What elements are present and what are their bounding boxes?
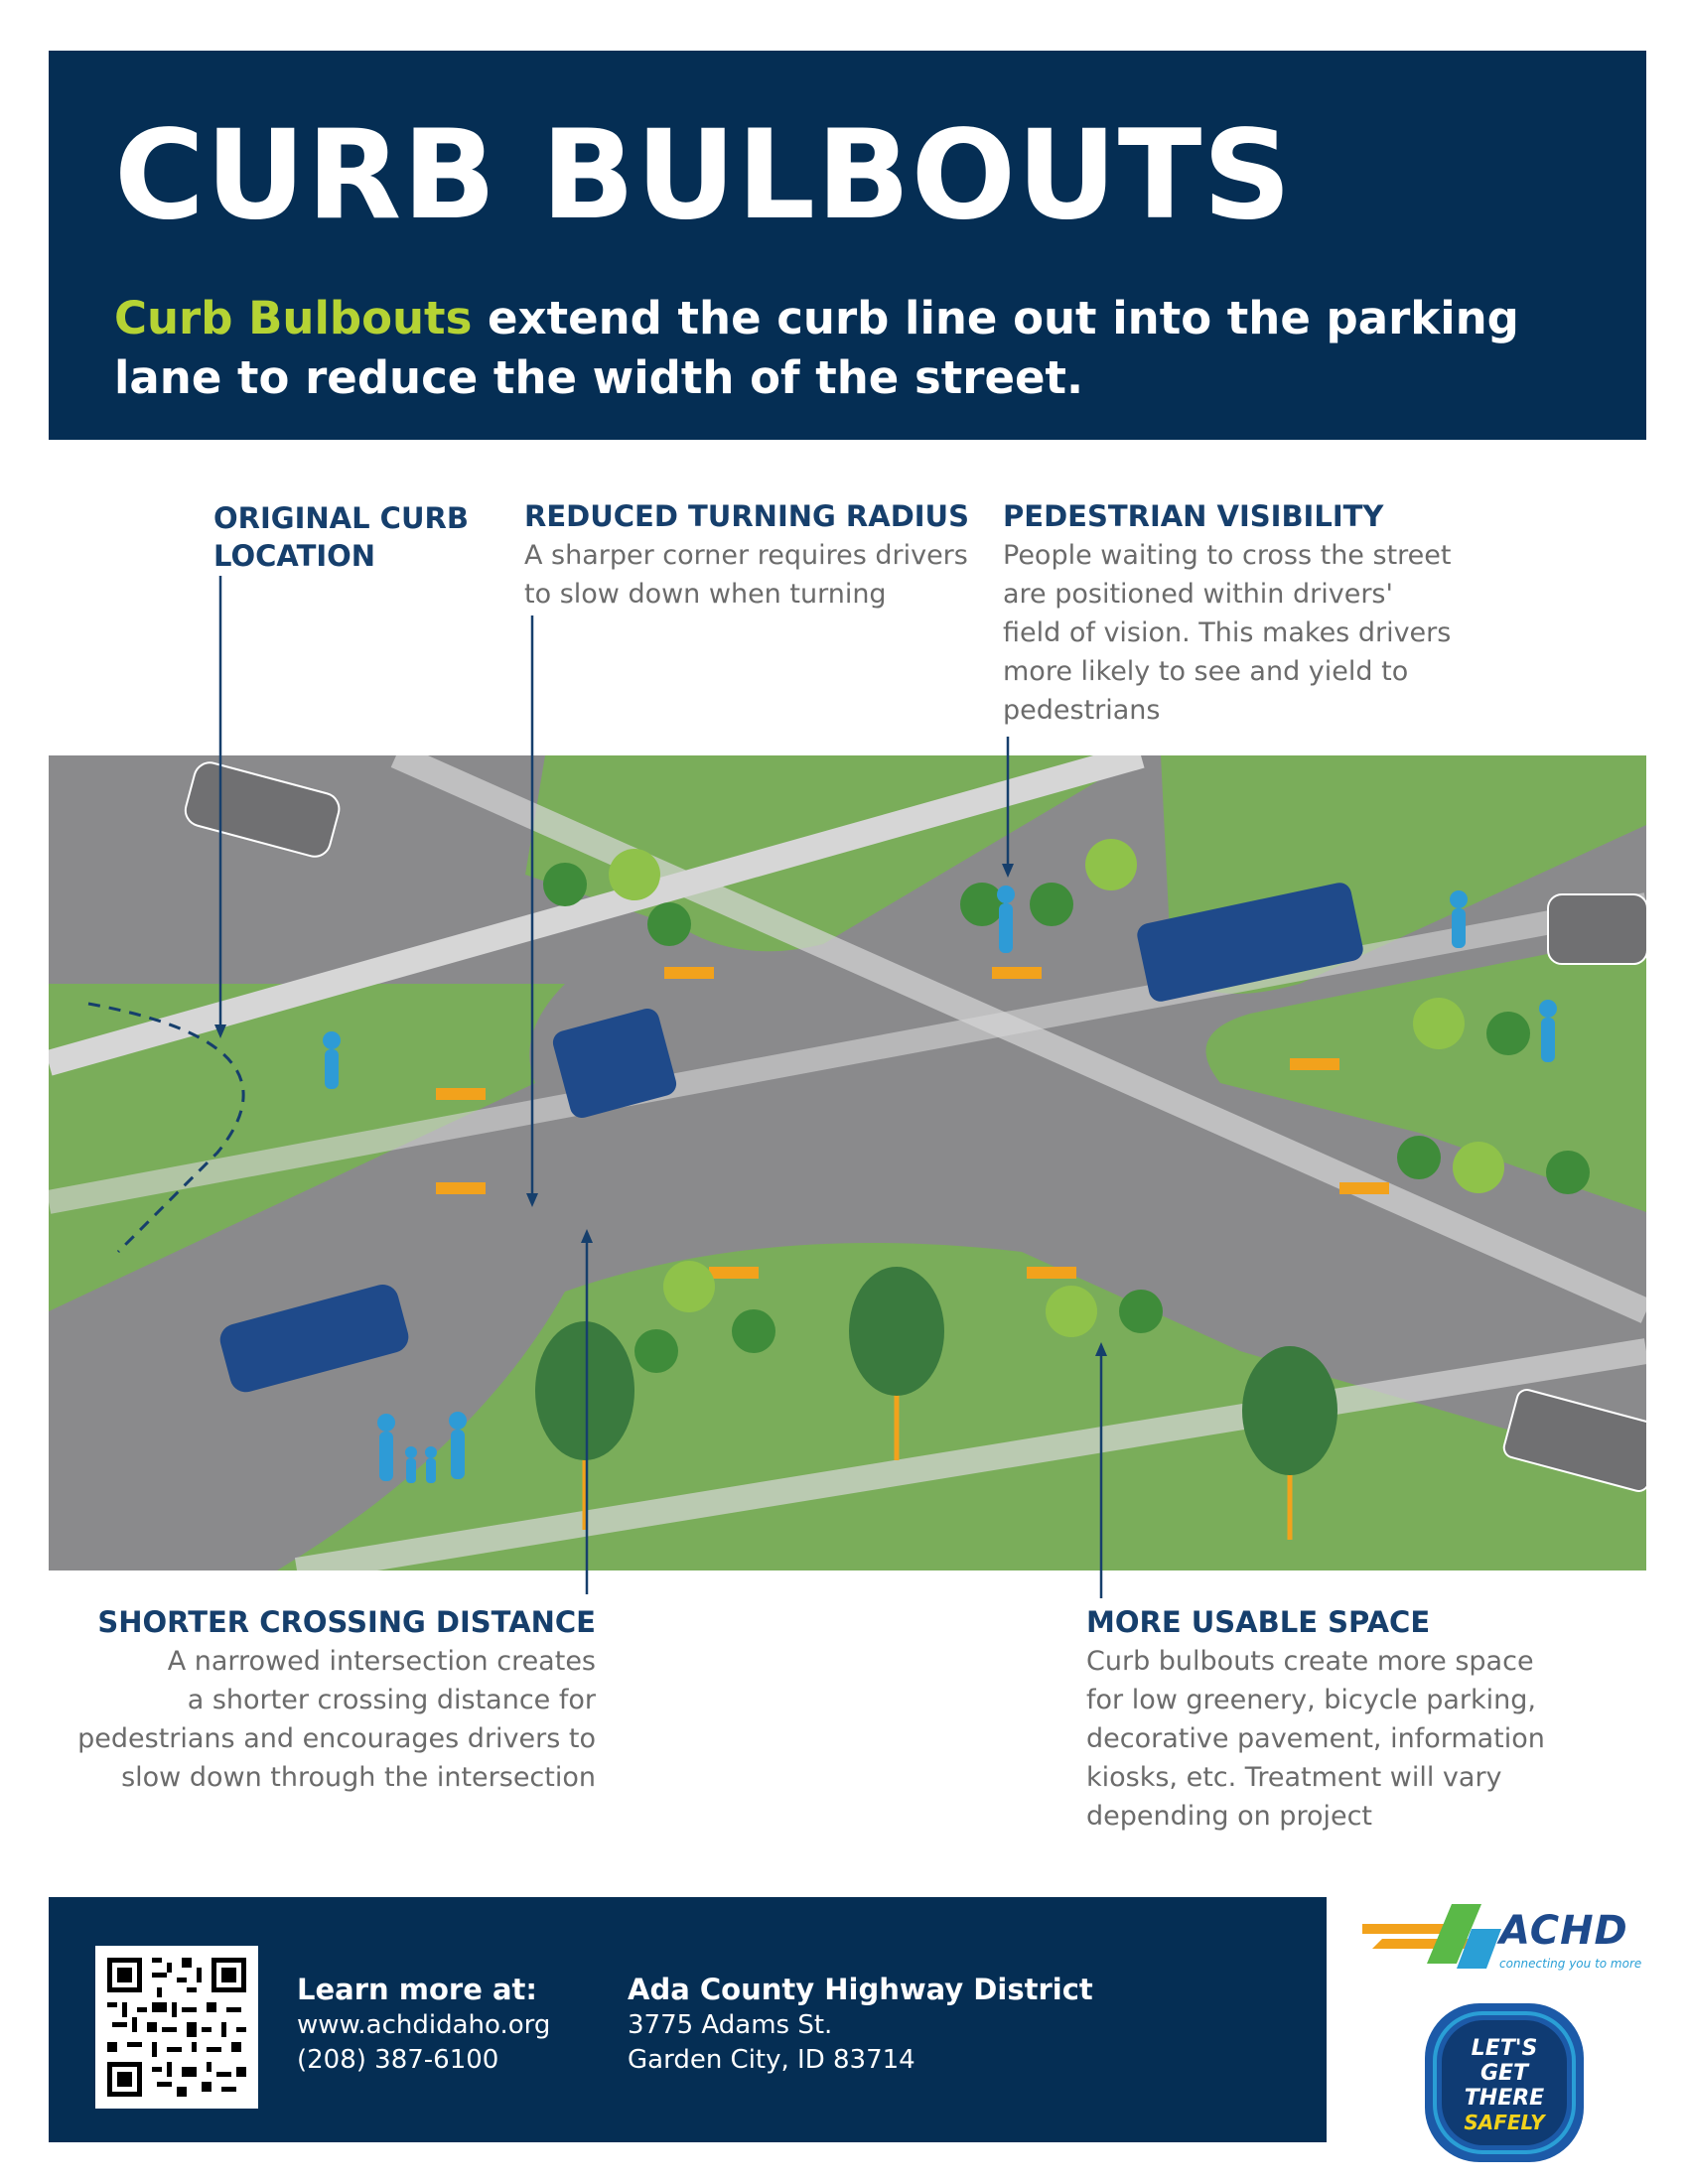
website-link[interactable]: www.achdidaho.org (297, 2010, 551, 2040)
usable-space-title: MORE USABLE SPACE (1086, 1605, 1431, 1639)
car-icon (219, 1284, 409, 1393)
header-banner: CURB BULBOUTS Curb Bulbouts extend the c… (49, 51, 1646, 440)
crossing-distance-body-2: a shorter crossing distance for (187, 1685, 596, 1715)
pedestrian-visibility-body-2: are positioned within drivers' (1003, 579, 1393, 610)
badge-line-3: THERE (1464, 2086, 1545, 2111)
footer-banner (49, 1897, 1327, 2142)
parked-car-icon (184, 761, 341, 858)
subtitle-highlight: Curb Bulbouts (114, 292, 473, 344)
crossing-distance-body-1: A narrowed intersection creates (167, 1646, 596, 1677)
badge-line-4: SAFELY (1464, 2111, 1545, 2134)
usable-space-arrow (1095, 1342, 1107, 1598)
crossing-distance-body-4: slow down through the intersection (121, 1762, 596, 1793)
qr-code-icon[interactable] (95, 1946, 258, 2109)
pedestrian-icon (323, 886, 1557, 1483)
pedestrian-visibility-body-4: more likely to see and yield to (1003, 656, 1409, 687)
badge-line-2: GET (1479, 2061, 1529, 2086)
pedestrian-visibility-body-1: People waiting to cross the street (1003, 540, 1452, 571)
usable-space-body-1: Curb bulbouts create more space (1086, 1646, 1534, 1677)
achd-logo-name: ACHD (1499, 1908, 1628, 1954)
turning-radius-arrow (526, 615, 538, 1207)
original-curb-title-2: LOCATION (213, 539, 376, 573)
achd-logo-tagline: connecting you to more (1499, 1957, 1642, 1971)
tree-icon (849, 1267, 944, 1460)
tree-icon (1242, 1346, 1337, 1540)
usable-space-body-5: depending on project (1086, 1801, 1373, 1832)
pedestrian-visibility-arrow (1002, 737, 1014, 878)
address-line-1: 3775 Adams St. (628, 2010, 833, 2040)
learn-more-label: Learn more at: (297, 1973, 537, 2006)
original-curb-line (87, 1002, 245, 1254)
grass-east (1205, 934, 1646, 1212)
turning-radius-body-2: to slow down when turning (524, 579, 887, 610)
turning-radius-title: REDUCED TURNING RADIUS (524, 499, 969, 533)
car-icon (552, 1008, 677, 1119)
original-curb-title-1: ORIGINAL CURB (213, 501, 469, 535)
crossing-distance-body-3: pedestrians and encourages drivers to (77, 1723, 596, 1754)
page-subtitle: Curb Bulbouts extend the curb line out i… (114, 289, 1604, 408)
lets-get-there-safely-badge-icon (1425, 2003, 1584, 2162)
truck-icon (1137, 883, 1363, 1002)
badge-line-1: LET'S (1471, 2036, 1538, 2061)
pedestrian-visibility-body-3: field of vision. This makes drivers (1003, 617, 1452, 648)
intersection-illustration (49, 755, 1646, 1570)
achd-logo-icon (1362, 1904, 1501, 1969)
parked-truck-icon (1502, 1389, 1646, 1492)
usable-space-body-2: for low greenery, bicycle parking, (1086, 1685, 1536, 1715)
grass-south (277, 1243, 1646, 1570)
crossing-distance-title: SHORTER CROSSING DISTANCE (97, 1605, 596, 1639)
org-name: Ada County Highway District (628, 1973, 1093, 2006)
phone-number[interactable]: (208) 387-6100 (297, 2045, 499, 2075)
usable-space-body-4: kiosks, etc. Treatment will vary (1086, 1762, 1502, 1793)
turning-radius-body-1: A sharper corner requires drivers (524, 540, 968, 571)
pedestrian-visibility-body-5: pedestrians (1003, 695, 1161, 726)
crossing-distance-arrow (581, 1229, 593, 1594)
parked-car-icon (1547, 893, 1646, 965)
tree-icon (535, 1321, 634, 1530)
subtitle-rest: extend the curb line out into the parkin… (114, 292, 1519, 404)
usable-space-body-3: decorative pavement, information (1086, 1723, 1545, 1754)
original-curb-arrow (214, 576, 226, 1038)
pedestrian-visibility-title: PEDESTRIAN VISIBILITY (1003, 499, 1384, 533)
page-title: CURB BULBOUTS (114, 104, 1293, 247)
address-line-2: Garden City, ID 83714 (628, 2045, 915, 2075)
